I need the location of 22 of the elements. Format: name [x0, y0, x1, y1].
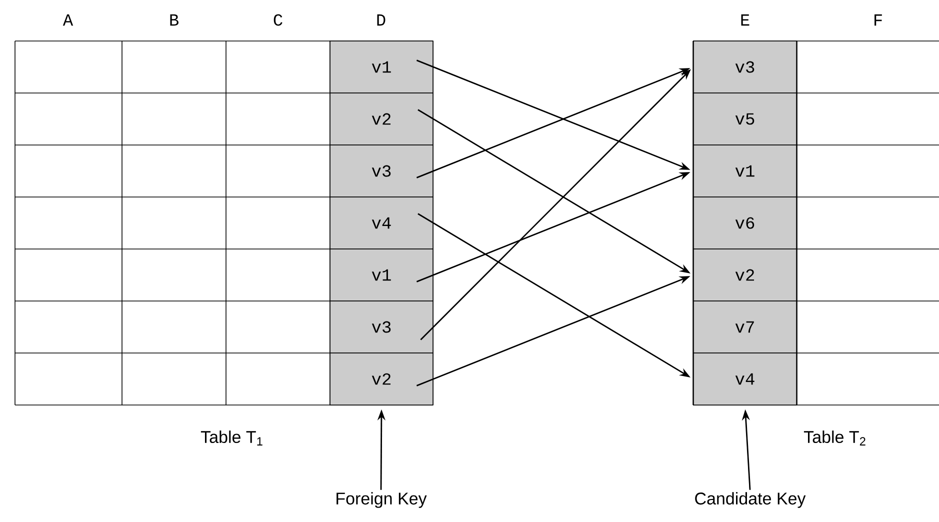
key-cell: v3	[330, 144, 434, 198]
table-caption: Table T$_{2}$	[804, 430, 866, 446]
key-cell: v1	[330, 248, 434, 302]
key-cell: v3	[693, 40, 797, 94]
key-caption: Candidate Key	[695, 492, 806, 508]
table-caption: Table T$_{1}$	[200, 430, 262, 446]
key-cell: v6	[693, 196, 797, 250]
key-cell: v1	[330, 40, 434, 94]
column-header: C	[274, 14, 282, 26]
key-cell: v7	[693, 300, 797, 354]
column-header: B	[170, 14, 178, 26]
column-header: A	[62, 14, 74, 26]
key-cell: v2	[330, 92, 434, 146]
key-cell: v1	[693, 144, 797, 198]
column-header: F	[874, 14, 882, 26]
key-cell: v4	[330, 196, 434, 250]
key-caption: Foreign Key	[336, 492, 427, 508]
key-cell: v2	[693, 248, 797, 302]
key-cell: v4	[693, 352, 797, 406]
key-cell: v2	[330, 352, 434, 406]
key-cell: v5	[693, 92, 797, 146]
key-cell: v3	[330, 300, 434, 354]
